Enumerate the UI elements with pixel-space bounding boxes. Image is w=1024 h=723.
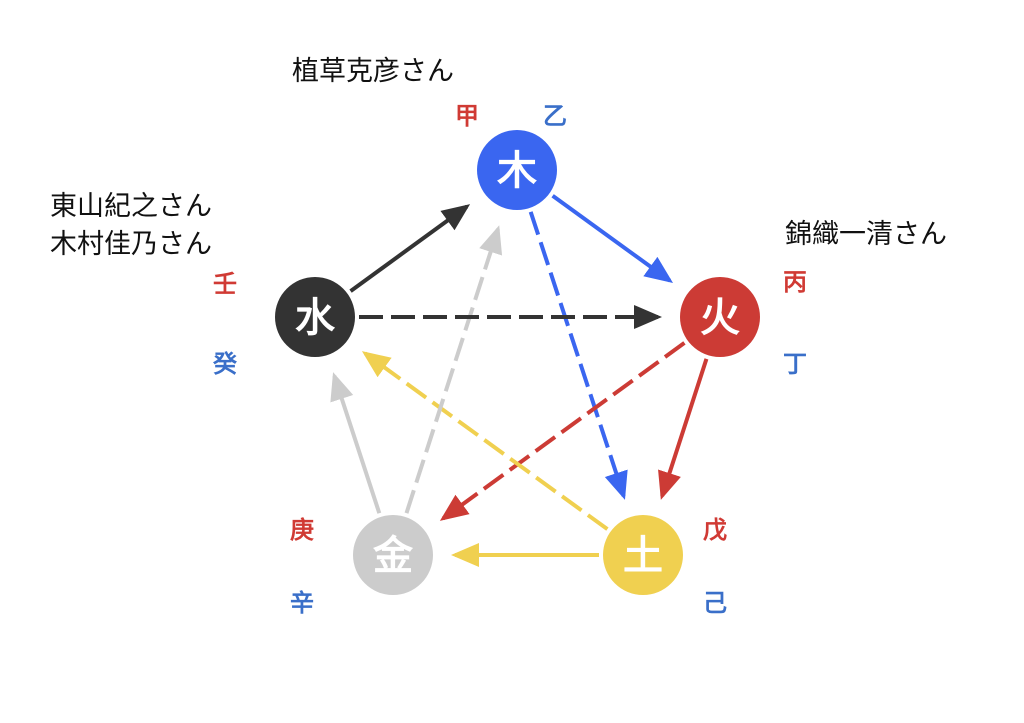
metal-node <box>353 515 433 595</box>
stem-tsuchinoto: 己 <box>703 589 727 617</box>
stem-kinoe: 甲 <box>455 102 479 130</box>
stem-kanoto: 辛 <box>290 589 314 617</box>
fire-to-earth-generate-arrow <box>658 358 709 500</box>
fire-node-label: 火 <box>700 294 740 341</box>
stem-kinoto: 乙 <box>543 102 567 130</box>
stem-mizunoto: 癸 <box>213 350 237 378</box>
wood-to-fire-generate-arrow <box>551 194 674 283</box>
water-node-label: 水 <box>295 294 336 341</box>
earth-to-water-control-arrow <box>361 351 609 531</box>
wood-to-earth-control-arrow <box>528 211 628 500</box>
person-water-2: 木村佳乃さん <box>50 229 212 260</box>
person-fire: 錦織一清さん <box>785 219 947 250</box>
water-to-wood-generate-arrow <box>349 204 471 293</box>
fire-to-metal-control-arrow <box>439 341 686 521</box>
metal-to-wood-control-arrow <box>404 225 503 514</box>
stem-mizunoe: 壬 <box>213 270 237 298</box>
earth-node <box>603 515 683 595</box>
earth-node-label: 土 <box>623 532 663 579</box>
metal-to-water-generate-arrow <box>330 372 382 514</box>
stem-kanoe: 庚 <box>290 516 314 544</box>
stem-hinoe: 丙 <box>783 268 807 296</box>
wood-node <box>477 130 557 210</box>
wood-node-label: 木 <box>497 147 537 194</box>
fire-node <box>680 277 760 357</box>
person-water-1: 東山紀之さん <box>50 191 212 222</box>
person-wood: 植草克彦さん <box>292 56 454 87</box>
stem-hinoto: 丁 <box>783 350 807 378</box>
stem-tsuchinoe: 戊 <box>703 516 727 544</box>
metal-node-label: 金 <box>372 532 414 579</box>
water-node <box>275 277 355 357</box>
